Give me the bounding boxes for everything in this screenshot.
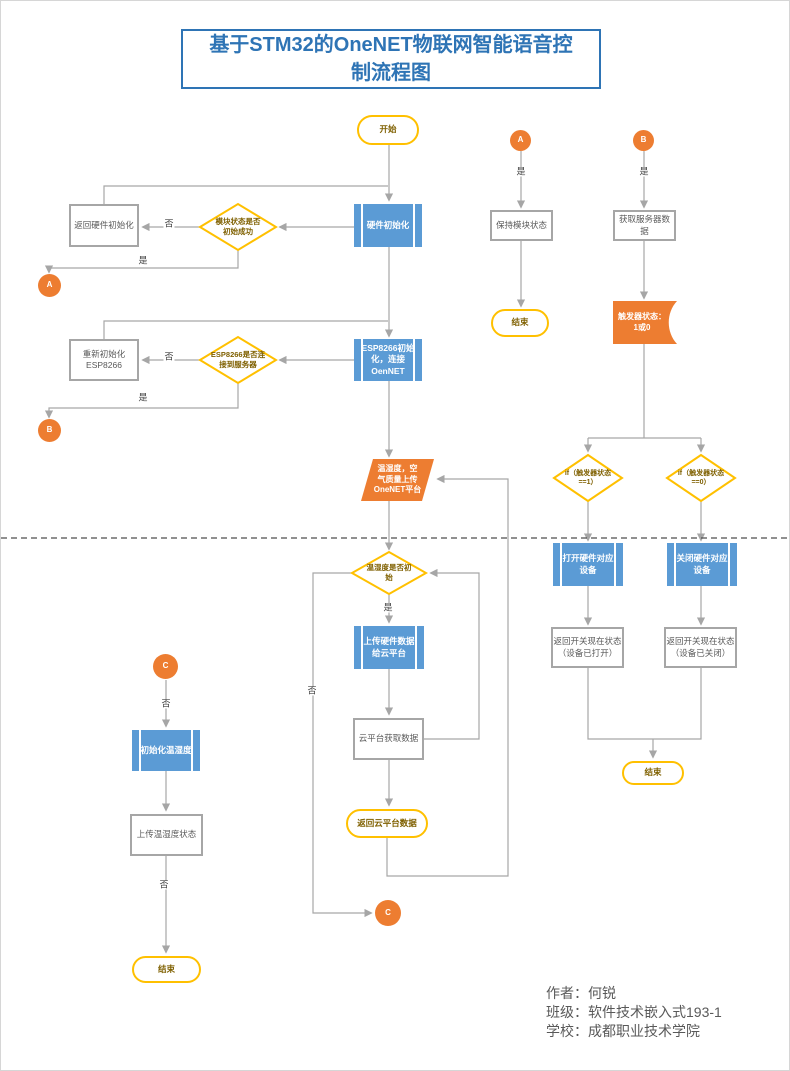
connector-a-right: A xyxy=(510,130,531,151)
terminator-end-a: 结束 xyxy=(491,309,549,337)
step-return-switch-state-open: 返回开关现在状态 （设备已打开） xyxy=(551,627,624,668)
decision-esp-check-shape xyxy=(198,335,278,385)
edge-trigger-split xyxy=(588,344,701,439)
connector-c-left: C xyxy=(153,654,178,679)
edge-label-no-4: 否 xyxy=(160,698,172,709)
credit-author: 作者：何锐 xyxy=(546,985,616,1001)
step-return-hardware-init: 返回硬件初始化 xyxy=(69,204,139,247)
edge-retcloud-upload-loop xyxy=(386,474,509,877)
step-upload-th-state: 上传温湿度状态 xyxy=(130,814,203,856)
connector-a-left: A xyxy=(38,274,61,297)
credit-school: 学校：成都职业技术学院 xyxy=(546,1023,700,1039)
edge-label-yes-b: 是 xyxy=(638,166,650,177)
data-trigger-state-label: 触发器状态： 1或0 xyxy=(618,312,666,332)
edge-label-yes-1: 是 xyxy=(137,255,149,266)
edge-label-no-2: 否 xyxy=(163,351,175,362)
process-close-device: 关闭硬件对应 设备 xyxy=(667,543,737,586)
decision-if-zero-shape xyxy=(665,453,737,503)
credits-block: 作者：何锐 班级：软件技术嵌入式193-1 学校：成都职业技术学院 xyxy=(546,984,722,1041)
decision-module-check-shape xyxy=(198,202,278,252)
terminator-end-c: 结束 xyxy=(132,956,201,983)
decision-esp-check-label: ESP8266是否连 接到服务器 xyxy=(210,350,266,369)
data-trigger-state-shape xyxy=(613,301,677,344)
process-esp-init-connect: ESP8266初始 化，连接 OenNET xyxy=(354,339,422,381)
io-upload-onenet-label: 温湿度，空 气质量上传 OneNET平台 xyxy=(373,464,422,495)
decision-th-check-label: 温湿度是否初 始 xyxy=(366,563,412,582)
io-upload-onenet-shape xyxy=(361,459,434,501)
edge-espcheck-connb xyxy=(44,383,239,419)
edge-retclose-merge xyxy=(653,668,702,740)
decision-if-one-label: if（触发器状态 ==1） xyxy=(564,469,612,486)
connector-b-left: B xyxy=(38,419,61,442)
decision-if-zero-label: if（触发器状态 ==0） xyxy=(677,469,725,486)
credit-class: 班级：软件技术嵌入式193-1 xyxy=(546,1004,722,1020)
edge-label-no-5: 否 xyxy=(158,879,170,890)
edge-rethw-loop xyxy=(103,185,388,204)
terminator-return-cloud-data: 返回云平台数据 xyxy=(346,809,428,838)
process-hardware-init: 硬件初始化 xyxy=(354,204,422,247)
edge-modcheck-conna xyxy=(44,250,239,274)
process-init-temp-humidity: 初始化温湿度 xyxy=(132,730,200,771)
edge-cloudget-thcheck-loop xyxy=(424,568,480,740)
edge-thcheck-connc xyxy=(312,572,373,918)
step-reinit-esp8266: 重新初始化 ESP8266 xyxy=(69,339,139,381)
edge-retopen-merge xyxy=(587,668,653,740)
decision-th-check-shape xyxy=(349,550,429,596)
step-return-switch-state-closed: 返回开关现在状态 （设备已关闭） xyxy=(664,627,737,668)
edge-label-yes-a: 是 xyxy=(515,166,527,177)
edge-reinit-loop xyxy=(103,320,388,339)
terminator-start: 开始 xyxy=(357,115,419,145)
page-title: 基于STM32的OneNET物联网智能语音控 制流程图 xyxy=(181,29,601,89)
edge-label-yes-2: 是 xyxy=(137,392,149,403)
connector-c-mid: C xyxy=(375,900,401,926)
terminator-end-b: 结束 xyxy=(622,761,684,785)
decision-module-check-label: 模块状态是否 初始成功 xyxy=(215,217,261,236)
edge-label-no-1: 否 xyxy=(163,218,175,229)
step-cloud-get-data: 云平台获取数据 xyxy=(353,718,424,760)
step-get-server-data: 获取服务器数据 xyxy=(613,210,676,241)
process-upload-to-cloud: 上传硬件数据 给云平台 xyxy=(354,626,424,669)
edge-label-no-3: 否 xyxy=(306,685,318,696)
decision-if-one-shape xyxy=(552,453,624,503)
edge-label-yes-3: 是 xyxy=(382,602,394,613)
step-keep-module-state: 保持模块状态 xyxy=(490,210,553,241)
process-open-device: 打开硬件对应 设备 xyxy=(553,543,623,586)
connector-b-right: B xyxy=(633,130,654,151)
